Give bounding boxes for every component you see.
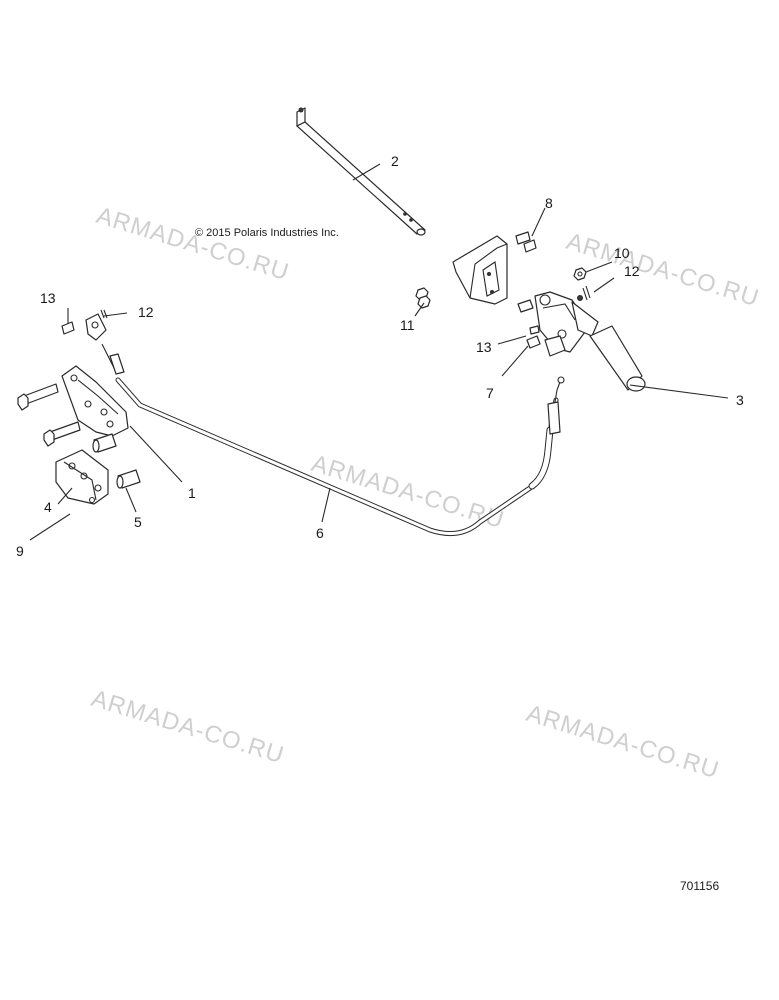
part-3-lever: [517, 285, 646, 392]
callout-8: 8: [545, 195, 553, 211]
part-8-bolts: [515, 231, 537, 253]
part-8-bracket: [452, 235, 508, 305]
part-10-nut: [573, 267, 587, 281]
figure-number: 701156: [680, 879, 719, 893]
part-4-block: [55, 449, 109, 505]
callout-11: 11: [400, 317, 415, 333]
callout-10: 10: [614, 245, 630, 261]
callout-5: 5: [134, 514, 142, 530]
callout-6: 6: [316, 525, 324, 541]
callout-7: 7: [486, 385, 494, 401]
callout-2: 2: [391, 153, 399, 169]
callout-9: 9: [16, 543, 24, 559]
leader-lines: [29, 163, 729, 541]
part-12-clevis: [85, 309, 108, 341]
watermark: ARMADA-CO.RU: [523, 700, 722, 784]
callout-12b: 12: [624, 263, 640, 279]
part-1-bracket: [61, 365, 129, 437]
callout-1: 1: [188, 485, 196, 501]
part-13-pin: [61, 321, 75, 335]
copyright-text: © 2015 Polaris Industries Inc.: [195, 227, 339, 239]
callout-12a: 12: [138, 304, 154, 320]
callout-13b: 13: [476, 339, 492, 355]
watermark: ARMADA-CO.RU: [563, 228, 762, 312]
part-bolts-left: [17, 383, 81, 447]
part-5-spacer: [92, 433, 141, 489]
part-11-nuts: [415, 287, 431, 309]
callout-4: 4: [44, 499, 52, 515]
watermark: ARMADA-CO.RU: [93, 202, 292, 286]
watermark: ARMADA-CO.RU: [88, 685, 287, 769]
part-6-cable: [101, 343, 565, 537]
callout-13a: 13: [40, 290, 56, 306]
part-2-rod: [296, 107, 426, 236]
callout-3: 3: [736, 392, 744, 408]
